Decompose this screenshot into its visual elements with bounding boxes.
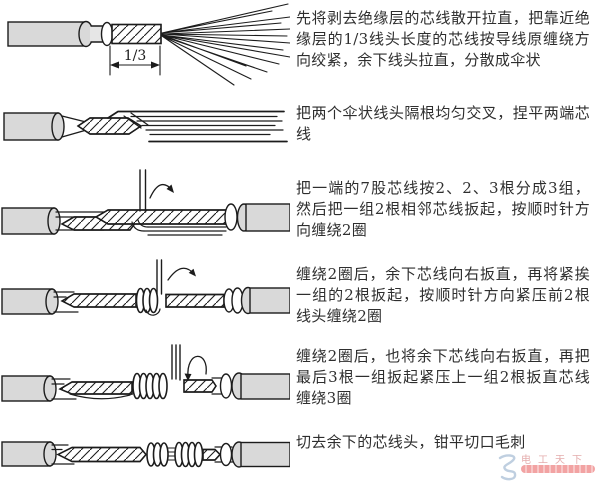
figure-step-5: [0, 343, 290, 423]
step-text-6: 切去余下的芯线头，钳平切口毛刺: [296, 433, 526, 451]
fanned-strands: [161, 3, 290, 86]
fork-lines: [53, 291, 79, 313]
down-arrow-icon: [184, 373, 192, 381]
binding-collar: [224, 203, 238, 231]
figure-step-3: [0, 168, 290, 258]
insulation-sheath: [3, 112, 65, 141]
right-twisted-core: [183, 379, 217, 393]
left-twisted-core: [60, 293, 137, 308]
insulation-sheath: [7, 20, 114, 48]
left-twisted-core: [56, 446, 147, 463]
step-row-2: 把两个伞状线头隔根均匀交叉，捏平两端芯线: [0, 95, 600, 168]
right-insulation-sheath: [231, 441, 290, 468]
raised-strands: [139, 169, 147, 213]
figure-step-6: [0, 423, 290, 484]
raised-strands: [156, 259, 163, 295]
step-row-4: 缠绕2圈后，余下芯线向右扳直，再将紧挨一组的2根扳起，按顺时针方向紧压前2根线头…: [0, 258, 600, 343]
right-twisted-core: [202, 448, 221, 461]
step-text-3: 把一端的7股芯线按2、2、3根分成3组，然后把一组2根相邻芯线扳起，按顺时针方向…: [296, 179, 590, 239]
right-insulation-sheath: [231, 372, 290, 400]
step-row-3: 把一端的7股芯线按2、2、3根分成3组，然后把一组2根相邻芯线扳起，按顺时针方向…: [0, 168, 600, 258]
clockwise-arrow-icon: [188, 268, 196, 277]
raised-strands: [171, 344, 181, 381]
step-text-5: 缠绕2圈后，也将余下芯线向右扳直，再把最后3根一组扳起紧压上一组2根扳直芯线缠绕…: [296, 347, 590, 407]
upper-twisted-core: [94, 209, 227, 225]
right-twisted-core: [165, 293, 225, 308]
right-insulation-sheath: [236, 203, 290, 232]
wrap-direction-arc: [167, 267, 195, 281]
wrap-coil-left: [146, 442, 169, 467]
twisted-core-section: [111, 23, 162, 45]
left-insulation-sheath: [1, 207, 61, 235]
step-text-1: 先将剥去绝缘层的芯线散开拉直，把靠近绝缘层的1/3线头长度的芯线按导线原缠绕方向…: [296, 9, 590, 69]
left-insulation-sheath: [1, 441, 57, 467]
pressed-strands: [167, 447, 176, 461]
figure-step-1: 1/3: [0, 0, 290, 95]
step-row-5: 缠绕2圈后，也将余下芯线向右扳直，再把最后3根一组扳起紧压上一组2根扳直芯线缠绕…: [0, 343, 600, 423]
strand-bundle: [131, 219, 227, 236]
second-wrap-illustration: [1, 259, 290, 316]
twisted-core-section: [76, 117, 143, 135]
dimension-lines: [109, 45, 161, 76]
wrap-direction-arc: [149, 183, 173, 199]
wrap-coil: [132, 372, 168, 400]
figure-step-2: [0, 95, 290, 168]
left-twisted-core: [58, 381, 133, 400]
wrap-coil: [135, 287, 161, 316]
interleaved-strands: [107, 110, 288, 143]
arrow-left-icon: [110, 61, 119, 69]
arrow-right-icon: [151, 61, 160, 69]
right-insulation-sheath: [240, 286, 290, 315]
left-insulation-sheath: [1, 288, 59, 315]
figure-step-4: [0, 258, 290, 343]
third-wrap-illustration: [1, 344, 290, 402]
step-text-4: 缠绕2圈后，余下芯线向右扳直，再将紧挨一组的2根扳起，按顺时针方向紧压前2根线头…: [296, 265, 590, 325]
fork-lines: [51, 378, 77, 400]
watermark-url-band: [521, 465, 595, 473]
step-text-2: 把两个伞状线头隔根均匀交叉，捏平两端芯线: [296, 104, 590, 143]
watermark: 电工天下: [497, 451, 597, 481]
step-row-6: 切去余下的芯线头，钳平切口毛刺: [0, 423, 600, 484]
wrap-direction-arc: [187, 355, 207, 378]
clockwise-arrow-icon: [166, 184, 174, 193]
dimension-label: 1/3: [124, 48, 147, 64]
fork-lines: [51, 444, 75, 465]
first-wrap-illustration: [1, 169, 290, 236]
wrap-coil-right: [174, 441, 204, 468]
watermark-logo-icon: [498, 454, 517, 481]
watermark-title: 电工天下: [521, 455, 589, 466]
binding-collar: [219, 373, 233, 399]
wire-fan-illustration: 1/3: [7, 3, 290, 86]
binding-collar: [219, 442, 233, 467]
left-insulation-sheath: [1, 375, 57, 402]
crossed-wires-illustration: [3, 110, 288, 143]
step-row-1: 1/3 先将剥去绝缘层的芯线散开拉直，把靠近绝缘层的1/3线头长度的芯线按导线原…: [0, 0, 600, 95]
finished-joint-illustration: [1, 441, 290, 468]
